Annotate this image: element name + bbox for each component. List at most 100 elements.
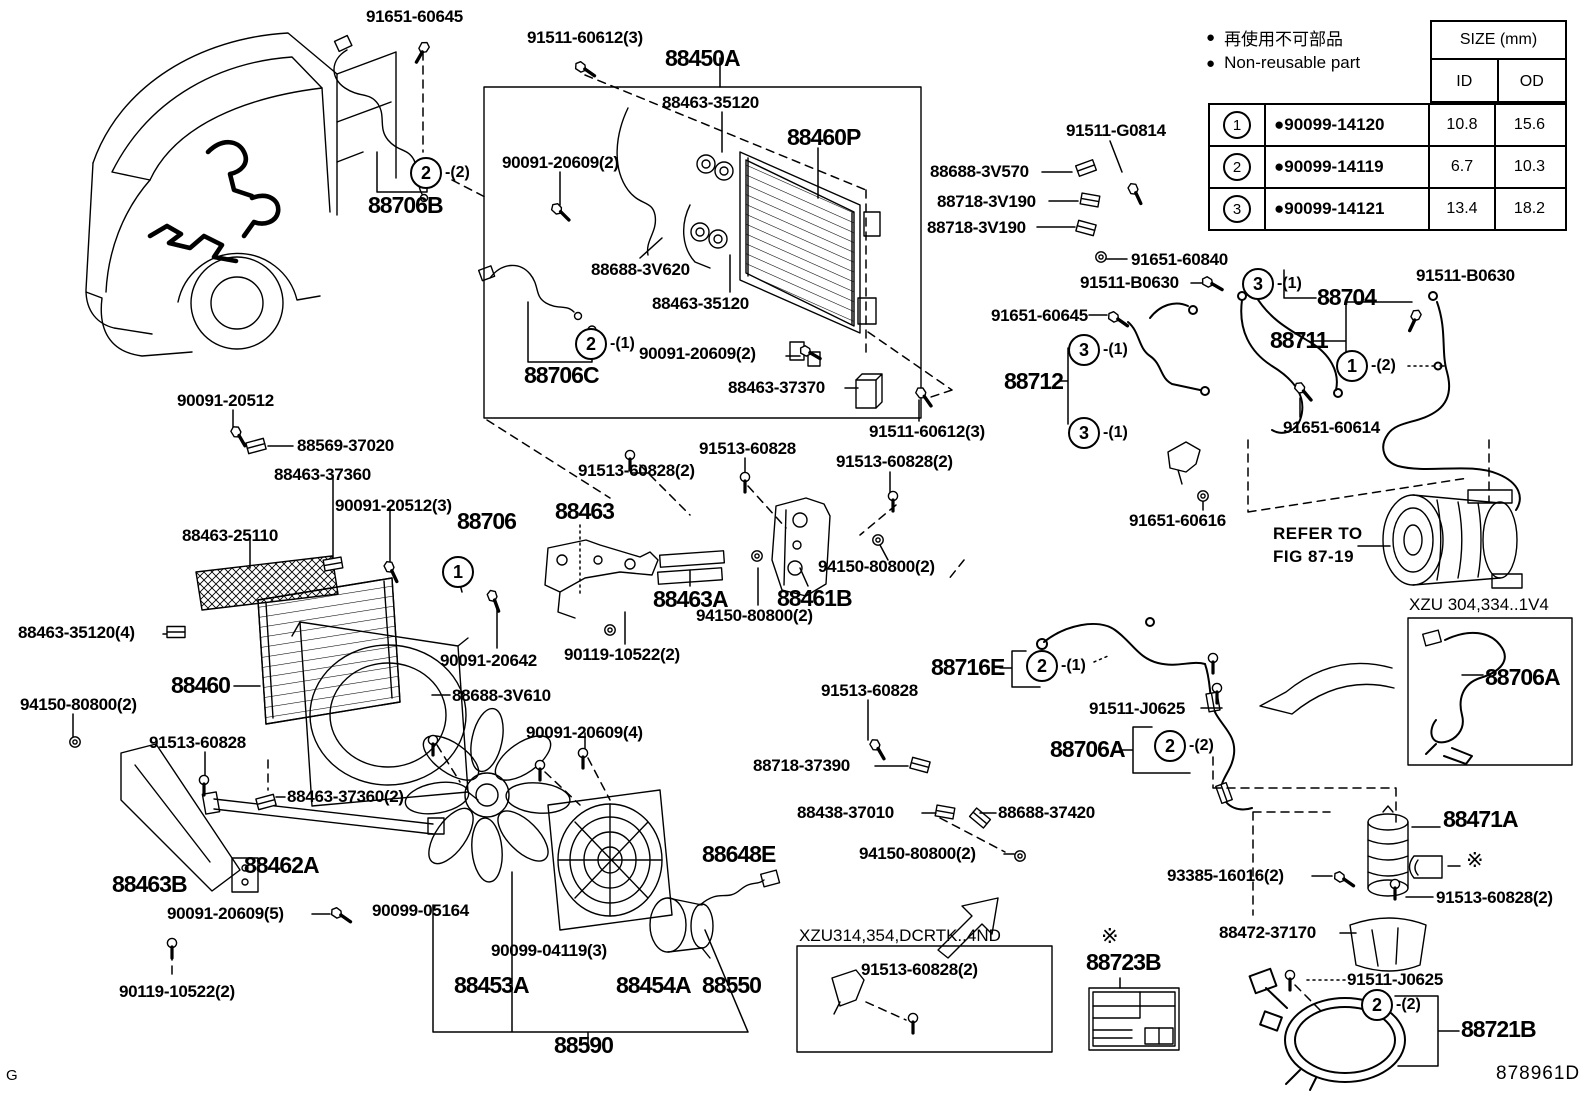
legend: ● 再使用不可部品 ● Non-reusable part xyxy=(1206,24,1360,76)
part-label: 88450A xyxy=(665,45,741,71)
circled-callout: 3-(1) xyxy=(1068,334,1128,366)
circled-callout: 2-(2) xyxy=(1361,989,1421,1021)
part-label: 91651-60614 xyxy=(1283,418,1380,437)
bracket-88463-37370 xyxy=(855,373,883,409)
part-label: 88453A xyxy=(454,972,530,998)
part-label: 88706 xyxy=(457,508,517,534)
part-label: 88460 xyxy=(171,672,231,698)
column-header-od: OD xyxy=(1519,72,1544,90)
part-label: 90091-20512 xyxy=(177,391,274,410)
part-label: 94150-80800(2) xyxy=(818,557,935,576)
part-label: 88461B xyxy=(777,585,853,611)
callout-qty: -(1) xyxy=(1103,424,1128,441)
row-number: 2 xyxy=(1223,153,1251,181)
circled-callout: 3-(1) xyxy=(1068,417,1128,449)
callout-number: 2 xyxy=(1154,730,1186,762)
callout-number: 2 xyxy=(1361,989,1393,1021)
part-label: 88721B xyxy=(1461,1016,1537,1042)
part-label: 94150-80800(2) xyxy=(20,695,137,714)
compressor xyxy=(1382,489,1523,589)
part-label: 90119-10522(2) xyxy=(564,645,680,664)
part-label: 88718-3V190 xyxy=(937,192,1036,211)
callout-number: 2 xyxy=(1026,650,1058,682)
row-od-value: 15.6 xyxy=(1513,116,1546,133)
part-label: 88463-37360 xyxy=(274,465,371,484)
part-label: 88712 xyxy=(1004,368,1064,394)
part-label: 88454A xyxy=(616,972,692,998)
part-label: 88590 xyxy=(554,1032,614,1058)
part-label: 91513-60828 xyxy=(149,733,246,752)
pipes-right xyxy=(1127,291,1521,511)
callout-qty: -(2) xyxy=(1396,996,1421,1013)
part-label: 88463-35120 xyxy=(652,294,749,313)
part-label: 88718-37390 xyxy=(753,756,850,775)
part-label: 91511-G0814 xyxy=(1066,121,1166,140)
part-label: 88462A xyxy=(244,852,320,878)
condenser-88460-assembly xyxy=(195,555,479,807)
part-label: 90091-20609(4) xyxy=(526,723,643,742)
bullet-icon: ● xyxy=(1206,28,1216,46)
brace-88462a xyxy=(201,791,445,835)
part-label: 91511-60612(3) xyxy=(869,422,985,441)
part-label: 90119-10522(2) xyxy=(119,982,235,1001)
part-label: 93385-16016(2) xyxy=(1167,866,1284,885)
circled-callout: 2-(2) xyxy=(1154,730,1214,762)
hose-88721b xyxy=(1248,967,1406,1091)
circled-callout: 1 xyxy=(442,556,474,588)
part-label: 90091-20512(3) xyxy=(335,496,452,515)
row-part-number: ●90099-14119 xyxy=(1266,147,1430,187)
circled-callout: 2-(2) xyxy=(410,157,470,189)
part-label: 88471A xyxy=(1443,806,1519,832)
callout-number: 2 xyxy=(410,157,442,189)
part-label: 88706A xyxy=(1050,736,1126,762)
part-label: 88463-37370 xyxy=(728,378,825,397)
circled-callout: 2-(1) xyxy=(575,328,635,360)
bracket-88463b xyxy=(120,743,259,893)
part-label: 91651-60616 xyxy=(1129,511,1226,530)
part-label: 88706C xyxy=(524,362,600,388)
callout-number: 3 xyxy=(1068,334,1100,366)
legend-text-en: Non-reusable part xyxy=(1224,53,1361,72)
variant-box-4nd xyxy=(796,945,1053,1053)
part-label: 88550 xyxy=(702,972,762,998)
part-label: ※ xyxy=(1101,925,1119,948)
part-label: 90099-04119(3) xyxy=(491,941,607,960)
part-label: FIG 87-19 xyxy=(1273,547,1355,566)
arrow-curved-left xyxy=(1259,662,1395,715)
part-label: 91511-J0625 xyxy=(1347,970,1443,989)
part-label: 90099-05164 xyxy=(372,901,469,920)
part-label: 91513-60828 xyxy=(821,681,918,700)
part-label: 90091-20609(2) xyxy=(639,344,756,363)
part-label: 88688-3V570 xyxy=(930,162,1029,181)
part-label: 88688-3V610 xyxy=(452,686,551,705)
arrow-up-right xyxy=(937,897,999,959)
part-label: 88718-3V190 xyxy=(927,218,1026,237)
part-label: 88463-35120(4) xyxy=(18,623,135,642)
callout-number: 1 xyxy=(442,556,474,588)
part-label: 91511-B0630 xyxy=(1080,273,1179,292)
part-label: 91513-60828(2) xyxy=(578,461,695,480)
hose-88716e xyxy=(1036,617,1206,666)
part-label: 88716E xyxy=(931,654,1005,680)
part-label: XZU314,354,DCRTK..4ND xyxy=(799,926,1001,945)
part-label: 91513-60828(2) xyxy=(836,452,953,471)
column-header-id: ID xyxy=(1432,60,1499,103)
bullet-icon: ● xyxy=(1206,54,1216,72)
callout-number: 3 xyxy=(1068,417,1100,449)
clamps-88463a xyxy=(656,550,726,585)
part-label: 88463A xyxy=(653,586,729,612)
row-id-value: 6.7 xyxy=(1430,147,1496,187)
part-label: 88706B xyxy=(368,192,444,218)
part-label: 91511-B0630 xyxy=(1416,266,1515,285)
callout-qty: -(1) xyxy=(610,335,635,352)
part-label: XZU 304,334..1V4 xyxy=(1409,595,1549,614)
pipe-88706c xyxy=(477,264,597,335)
circled-callout: 2-(1) xyxy=(1026,650,1086,682)
row-part-number: ●90099-14121 xyxy=(1266,189,1430,229)
part-label: 94150-80800(2) xyxy=(696,606,813,625)
part-label: 88472-37170 xyxy=(1219,923,1316,942)
